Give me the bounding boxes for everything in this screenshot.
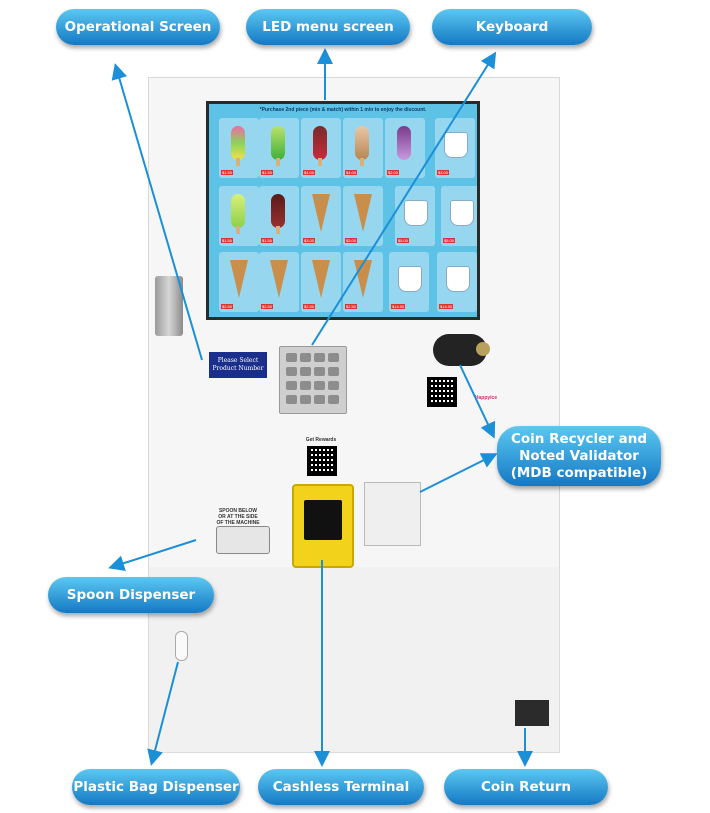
- coin-recycler-line-1: Coin Recycler and: [510, 430, 647, 447]
- label-plastic-bag-dispenser: Plastic Bag Dispenser: [72, 769, 240, 805]
- spoon-text-3: OF THE MACHINE: [216, 520, 260, 526]
- spoon-text-2: OR AT THE SIDE: [218, 514, 258, 520]
- key[interactable]: [300, 353, 311, 362]
- select-line-1: Please Select: [217, 357, 259, 364]
- menu-item: $1.50: [259, 118, 299, 178]
- label-coin-recycler: Coin Recycler and Noted Validator (MDB c…: [497, 426, 661, 486]
- key[interactable]: [286, 353, 297, 362]
- qr-code-icon: [307, 446, 337, 476]
- menu-item: $2.50: [259, 252, 299, 312]
- key[interactable]: [328, 353, 339, 362]
- coin-recycler-line-3: (MDB compatible): [510, 464, 648, 481]
- menu-item: $1.50: [219, 186, 259, 246]
- vending-machine-base: [148, 567, 560, 753]
- menu-header-text: *Purchase 2nd piece (mix & match) within…: [259, 107, 427, 113]
- spoon-slot[interactable]: [216, 526, 270, 554]
- key[interactable]: [286, 395, 297, 404]
- key[interactable]: [314, 367, 325, 376]
- key[interactable]: [314, 353, 325, 362]
- key[interactable]: [300, 367, 311, 376]
- key[interactable]: [286, 381, 297, 390]
- label-spoon-dispenser: Spoon Dispenser: [48, 577, 214, 613]
- door-lock[interactable]: [155, 276, 183, 336]
- menu-item: $3.00: [435, 118, 475, 178]
- coin-return-slot[interactable]: [515, 700, 549, 726]
- arrow-coin-2: [419, 453, 498, 493]
- menu-item: $2.00: [385, 118, 425, 178]
- coin-key-lock: [476, 342, 490, 356]
- menu-item: $5.00: [441, 186, 477, 246]
- menu-item: $1.50: [219, 118, 259, 178]
- menu-display: *Purchase 2nd piece (mix & match) within…: [209, 104, 477, 317]
- menu-item: $14.00: [389, 252, 429, 312]
- led-menu-screen: *Purchase 2nd piece (mix & match) within…: [206, 101, 480, 320]
- key[interactable]: [328, 367, 339, 376]
- menu-item: $5.00: [395, 186, 435, 246]
- dispense-window: [364, 482, 421, 546]
- rewards-label: Get Rewards: [305, 437, 337, 443]
- brand-label: Happyice: [474, 395, 498, 401]
- arrow-spoon: [108, 539, 197, 571]
- key[interactable]: [300, 381, 311, 390]
- menu-item: $2.50: [219, 252, 259, 312]
- key[interactable]: [314, 395, 325, 404]
- key[interactable]: [328, 381, 339, 390]
- label-led-menu-screen: LED menu screen: [246, 9, 410, 45]
- key[interactable]: [300, 395, 311, 404]
- terminal-screen: [304, 500, 342, 540]
- qr-code-icon: [427, 377, 457, 407]
- spoon-instructions: SPOON BELOW OR AT THE SIDE OF THE MACHIN…: [206, 508, 270, 526]
- menu-item: $1.50: [259, 186, 299, 246]
- label-operational-screen: Operational Screen: [56, 9, 220, 45]
- key[interactable]: [314, 381, 325, 390]
- label-coin-return: Coin Return: [444, 769, 608, 805]
- menu-item: $4.00: [301, 118, 341, 178]
- menu-item: $14.00: [437, 252, 477, 312]
- menu-item: $3.00: [301, 186, 341, 246]
- key[interactable]: [286, 367, 297, 376]
- arrow-bag: [147, 661, 179, 766]
- spoon-text-1: SPOON BELOW: [218, 508, 258, 514]
- menu-item: $4.00: [343, 118, 383, 178]
- label-cashless-terminal: Cashless Terminal: [258, 769, 424, 805]
- select-line-2: Product Number: [212, 365, 264, 372]
- label-keyboard: Keyboard: [432, 9, 592, 45]
- menu-item: $2.50: [301, 252, 341, 312]
- bag-slot[interactable]: [175, 631, 188, 661]
- arrow-operational: [111, 63, 203, 361]
- select-product-label: Please Select Product Number: [209, 352, 267, 378]
- arrow-coin-1: [459, 364, 496, 439]
- menu-item: $3.00: [343, 186, 383, 246]
- arrow-keyboard: [311, 51, 497, 346]
- keypad[interactable]: [279, 346, 347, 414]
- key[interactable]: [328, 395, 339, 404]
- coin-recycler-line-2: Noted Validator: [519, 447, 639, 464]
